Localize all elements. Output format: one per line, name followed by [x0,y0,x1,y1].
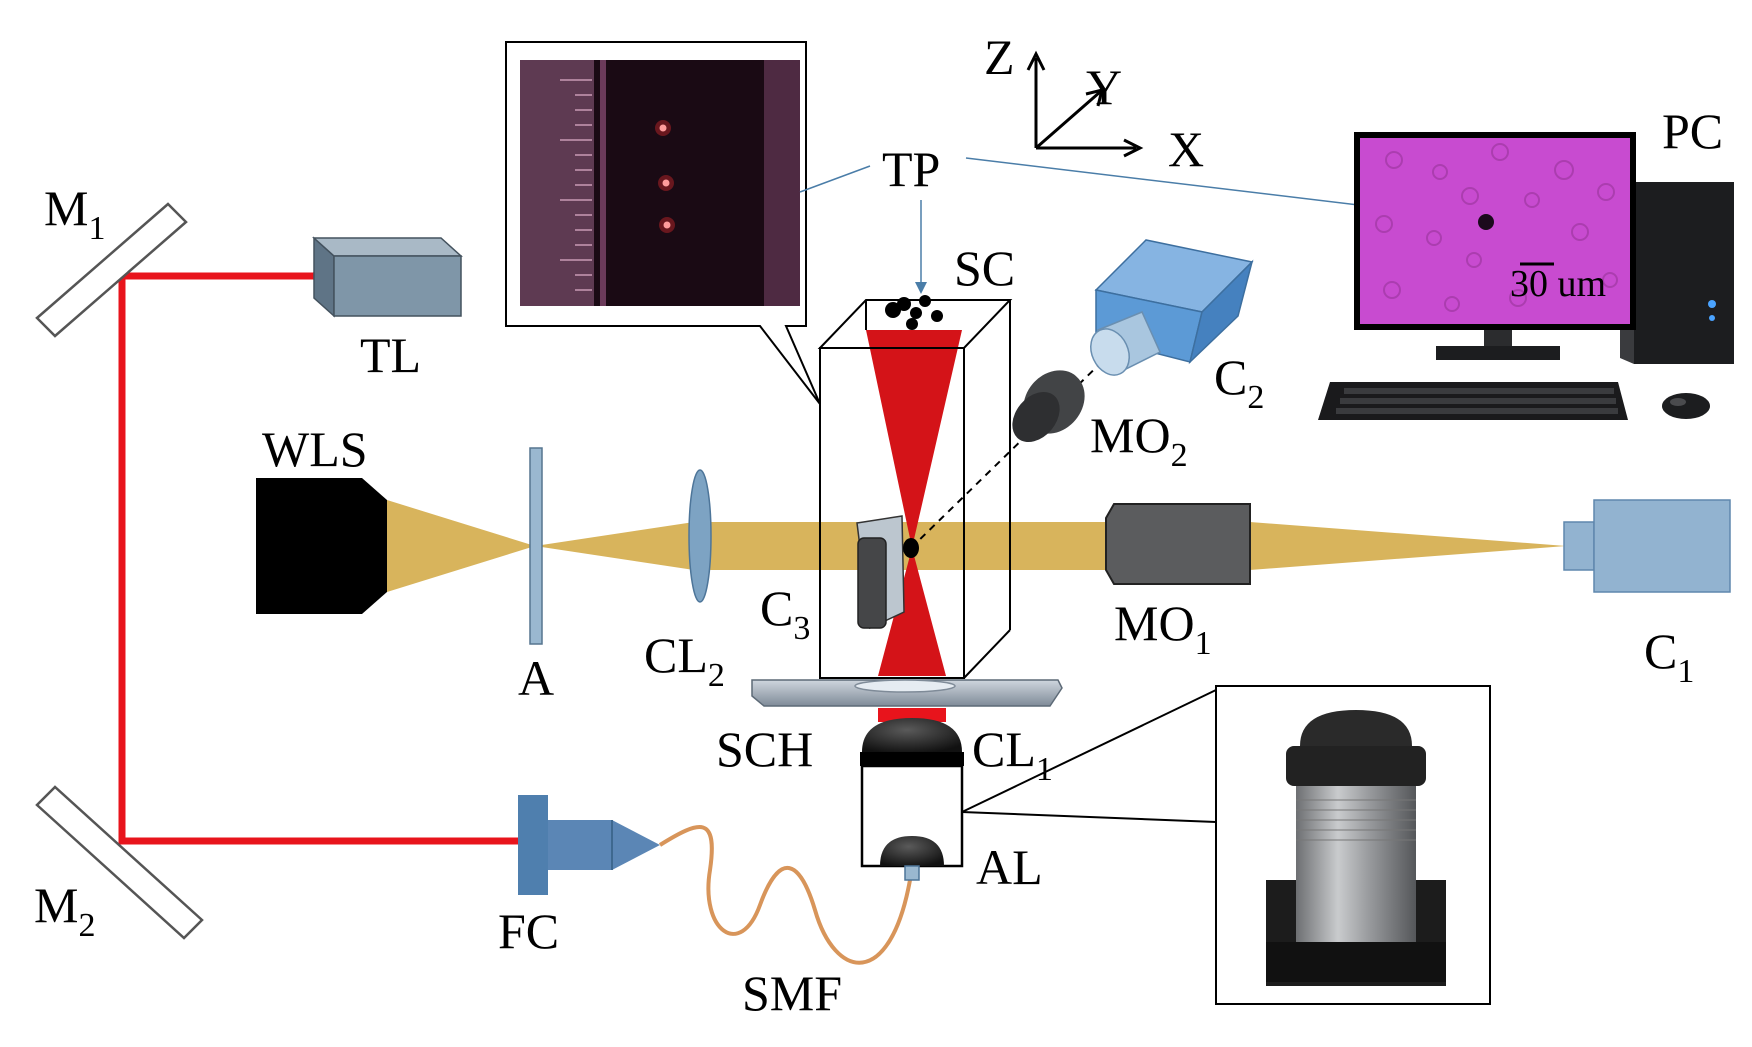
label-a: A [518,650,554,706]
label-mo1: MO1 [1114,595,1212,662]
tp-line-to-inset [799,165,871,193]
label-tl: TL [360,327,421,383]
pc-tower [1620,182,1734,364]
camera-c2 [1090,239,1254,376]
white-light-source [256,478,387,614]
lens-assembly [860,718,964,881]
label-smf: SMF [742,965,842,1021]
label-cl2: CL2 [644,627,725,694]
tp-arrow-to-cell [915,200,927,294]
coordinate-axes [1026,50,1144,158]
label-wls: WLS [262,421,368,477]
label-m2: M2 [34,877,95,944]
aperture [529,447,543,645]
label-cl1: CL1 [972,721,1053,788]
pc-monitor [1354,132,1636,360]
single-mode-fiber [658,825,912,965]
label-al: AL [976,839,1043,895]
label-fc: FC [498,903,559,959]
label-c2: C2 [1214,349,1264,416]
axis-label-z: Z [984,29,1015,85]
callout-line-al-lower [961,811,1217,823]
mirror-m1 [35,202,188,338]
microscope-objective-mo2 [1012,370,1085,443]
fiber-coupler [518,795,660,895]
scale-bar-label: 30 um [1510,263,1606,305]
label-mo2: MO2 [1090,407,1188,474]
camera-c1 [1563,499,1731,593]
label-c1: C1 [1644,623,1694,690]
trapping-cone [866,330,962,722]
callout-line-al-upper [961,689,1217,813]
pc-keyboard [1318,382,1628,420]
label-pc: PC [1662,103,1723,159]
trap-photo-inset [505,41,821,405]
label-c3: C3 [760,580,810,647]
label-m1: M1 [44,180,105,247]
pc-mouse [1662,393,1710,419]
label-tp: TP [882,141,940,197]
axis-label-y: Y [1086,59,1122,115]
label-sc: SC [954,240,1015,296]
microscope-objective-mo1 [1105,503,1251,585]
mirror-m2 [35,785,204,940]
axis-label-x: X [1168,121,1204,177]
sample-cell-box [817,299,1013,679]
condenser-lens-cl2 [688,469,712,603]
label-sch: SCH [716,721,813,777]
particles-cluster [885,295,943,330]
sample-holder-stage [751,679,1063,707]
trapping-laser-box [312,236,463,318]
white-light-beam [387,500,1566,592]
camera-c3 [856,515,905,630]
lens-photo-inset [1215,685,1491,1005]
